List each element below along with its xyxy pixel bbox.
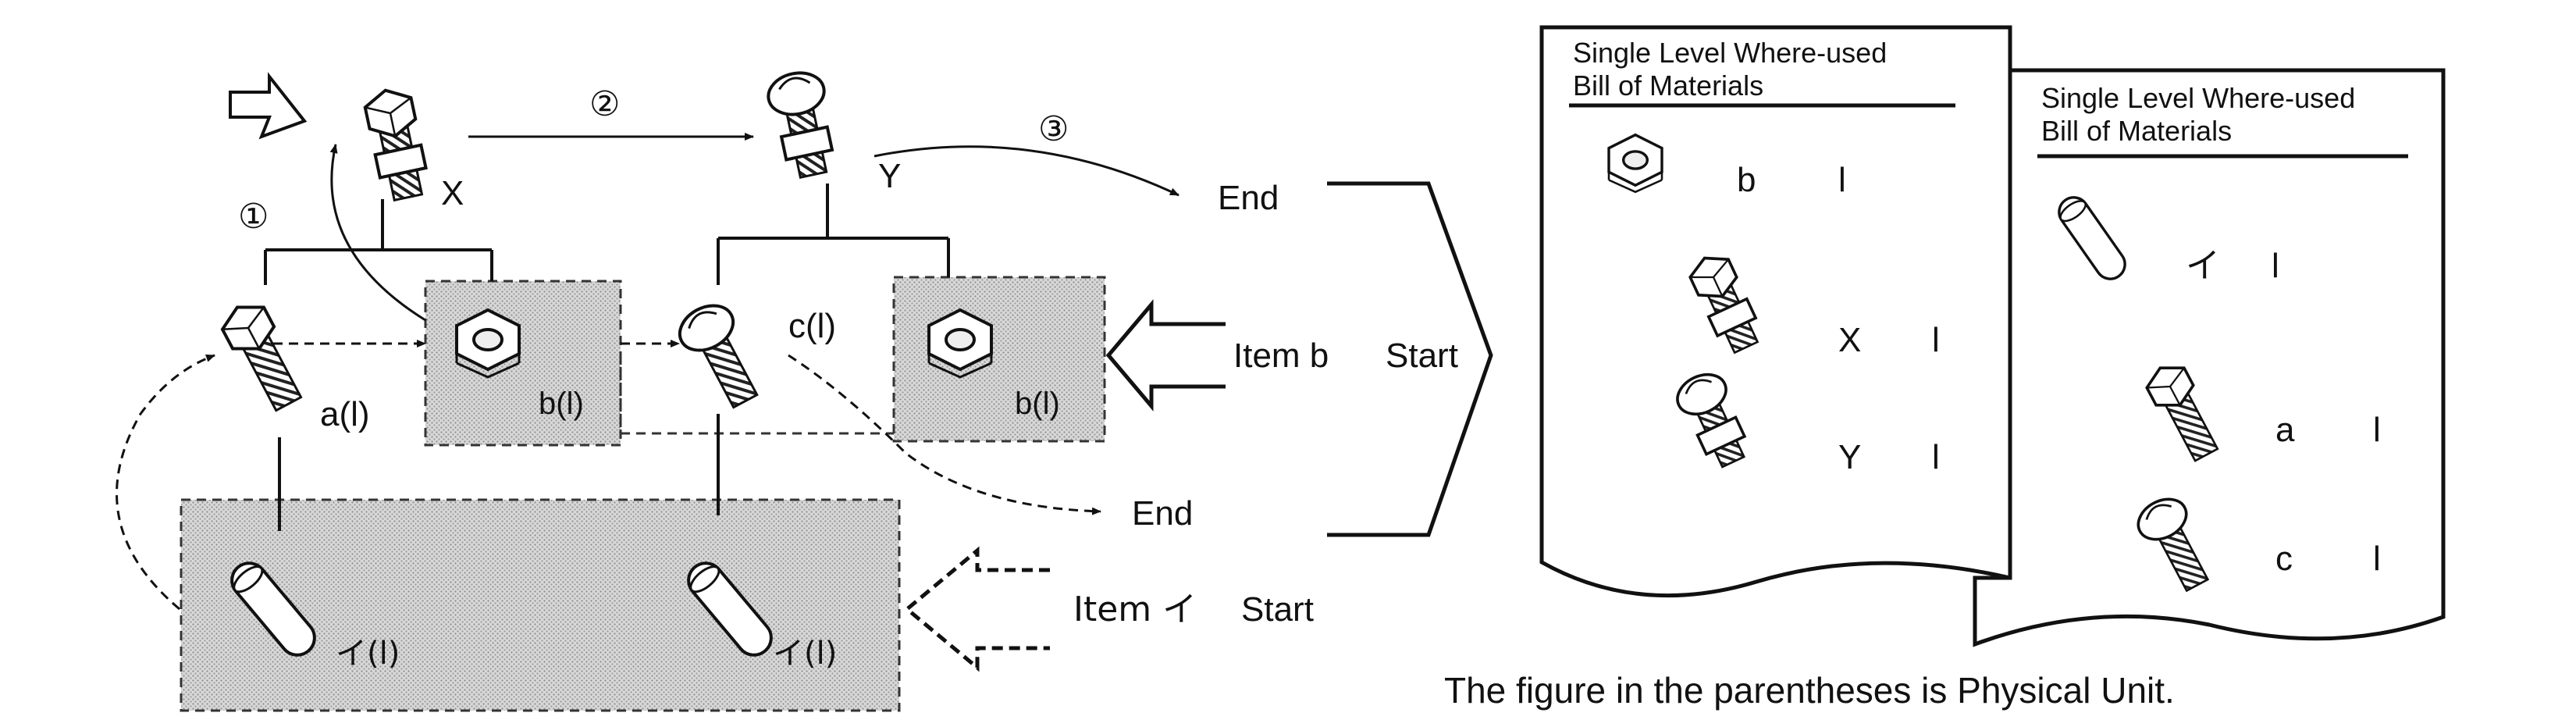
item-b-box-left bbox=[424, 280, 622, 447]
item-a-label: a(l) bbox=[320, 395, 370, 433]
hex-bolt-icon bbox=[216, 296, 309, 415]
arrow-item-b-start bbox=[1105, 299, 1226, 412]
item-i-box bbox=[180, 498, 901, 712]
step-2-label: ② bbox=[589, 85, 620, 123]
arrow-item-i-start bbox=[904, 546, 1050, 672]
item-y-label: Y bbox=[878, 157, 901, 195]
doc1-row2-qty: l bbox=[1932, 321, 1940, 359]
round-bolt-icon bbox=[672, 297, 770, 414]
end-top-label: End bbox=[1218, 179, 1279, 217]
structure-lines bbox=[264, 184, 950, 531]
item-c-label: c(l) bbox=[788, 307, 836, 345]
process-pentagon bbox=[1327, 181, 1493, 537]
doc2-row3-qty: l bbox=[2373, 540, 2381, 578]
nut-icon bbox=[927, 308, 993, 379]
item-i2-label: イ(l) bbox=[773, 636, 837, 672]
item-x-label: X bbox=[441, 174, 464, 212]
start-b-label: Start bbox=[1386, 337, 1458, 375]
doc1-row3-name: Y bbox=[1838, 438, 1861, 476]
bom-document-1: Single Level Where-used Bill of Material… bbox=[1539, 25, 2012, 598]
doc2-title-line2: Bill of Materials bbox=[2041, 115, 2232, 147]
doc1-row2-name: X bbox=[1838, 321, 1861, 359]
doc2-row1-qty: l bbox=[2272, 247, 2279, 285]
doc2-row2-qty: l bbox=[2373, 411, 2381, 449]
arrow-step-3 bbox=[873, 145, 1179, 197]
step-3-label: ③ bbox=[1038, 110, 1069, 148]
doc2-title-line1: Single Level Where-used bbox=[2041, 82, 2355, 114]
doc2-row1-name: イ bbox=[2186, 246, 2220, 286]
hex-bolt-assembly-icon bbox=[362, 85, 431, 201]
doc1-row-icon-round-bolt bbox=[1669, 365, 1758, 474]
end-mid-label: End bbox=[1132, 494, 1193, 533]
arrow-open-pointer bbox=[229, 72, 308, 140]
flow-arrows bbox=[116, 72, 1493, 672]
item-b-box-right bbox=[892, 276, 1106, 443]
item-i-label: Item イ bbox=[1073, 590, 1197, 629]
doc1-title-line1: Single Level Where-used bbox=[1573, 37, 1887, 69]
doc1-row-icon-hex-bolt bbox=[1685, 249, 1765, 356]
nut-icon bbox=[455, 308, 521, 379]
item-b-label: Item b bbox=[1233, 337, 1329, 375]
doc1-row3-qty: l bbox=[1932, 438, 1940, 476]
doc1-row1-qty: l bbox=[1838, 161, 1846, 199]
arrow-i-to-a bbox=[116, 354, 215, 611]
arrow-b-to-x bbox=[329, 144, 426, 322]
doc1-row-icon-nut bbox=[1607, 133, 1663, 194]
doc2-row2-name: a bbox=[2275, 411, 2295, 449]
doc1-row1-name: b bbox=[1737, 161, 1756, 199]
connector-dashed-b bbox=[619, 355, 894, 435]
doc1-title-line2: Bill of Materials bbox=[1573, 69, 1763, 102]
doc2-row3-name: c bbox=[2275, 540, 2293, 578]
item-i1-label: イ(l) bbox=[336, 636, 400, 672]
caption: The figure in the parentheses is Physica… bbox=[1444, 670, 2175, 711]
step-1-label: ① bbox=[238, 198, 269, 236]
start-i-label: Start bbox=[1241, 590, 1314, 629]
bom-document-2: Single Level Where-used Bill of Material… bbox=[1973, 68, 2446, 647]
item-b1-label: b(l) bbox=[539, 387, 584, 421]
round-bolt-assembly-icon bbox=[763, 66, 843, 183]
arrow-c-to-end bbox=[788, 354, 1101, 515]
item-b2-label: b(l) bbox=[1015, 387, 1060, 421]
